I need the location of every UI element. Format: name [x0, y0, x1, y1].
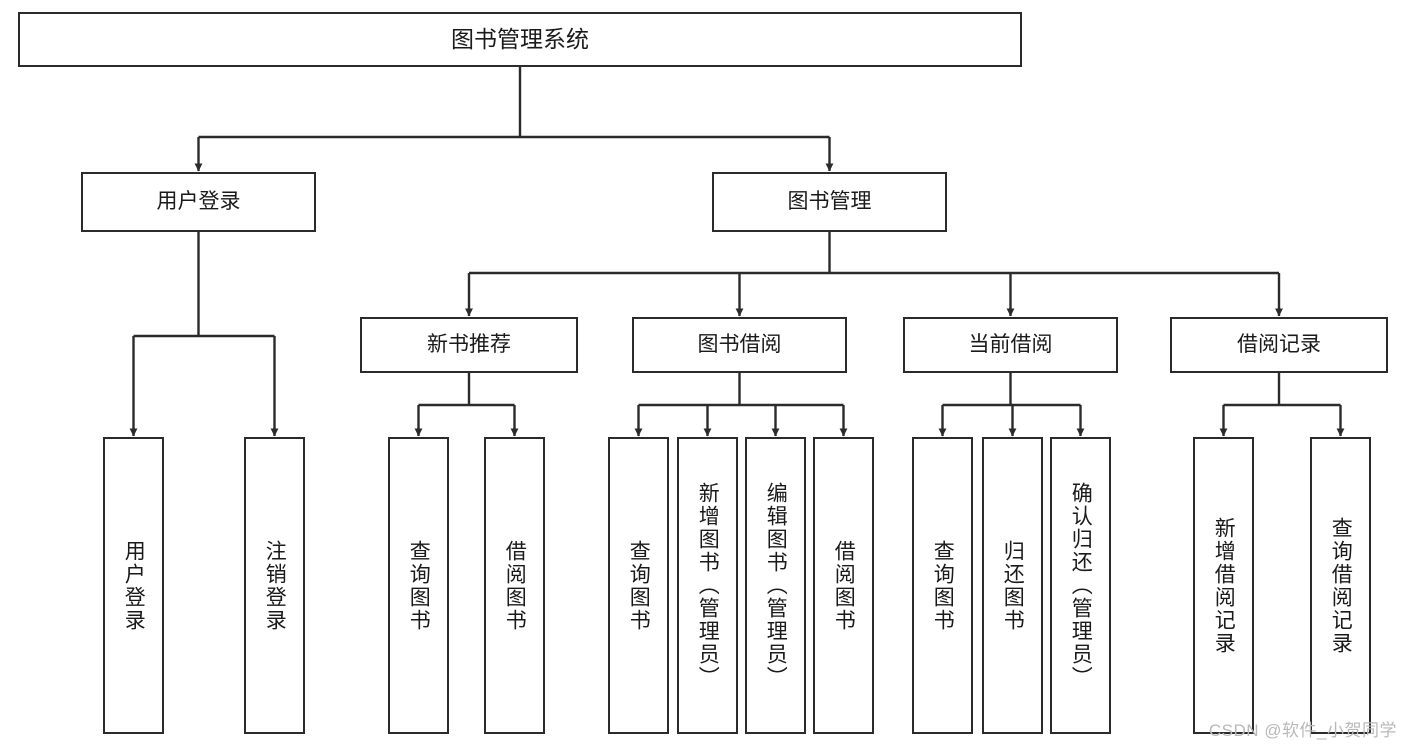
node-records[interactable]: 借阅记录 — [1170, 317, 1388, 373]
node-leaf-cur-conf[interactable]: 确认归还（管理员） — [1050, 437, 1111, 734]
node-newbook[interactable]: 新书推荐 — [360, 317, 578, 373]
node-leaf-bk-edit[interactable]: 编辑图书（管理员） — [745, 437, 806, 734]
node-bookmgmt[interactable]: 图书管理 — [712, 172, 947, 232]
node-label: 图书管理系统 — [451, 25, 589, 52]
node-borrow[interactable]: 图书借阅 — [632, 317, 847, 373]
node-label: 图书借阅 — [697, 333, 782, 357]
node-current[interactable]: 当前借阅 — [903, 317, 1118, 373]
node-label: 用户登录 — [122, 539, 146, 632]
node-label: 新书推荐 — [427, 333, 511, 357]
node-label: 查询图书 — [627, 539, 651, 632]
node-label: 当前借阅 — [968, 333, 1053, 357]
node-label: 确认归还（管理员） — [1069, 482, 1093, 689]
node-leaf-bk-query[interactable]: 查询图书 — [608, 437, 669, 734]
node-label: 图书管理 — [787, 190, 872, 214]
node-leaf-cur-query[interactable]: 查询图书 — [912, 437, 973, 734]
node-leaf-rec-add[interactable]: 新增借阅记录 — [1193, 437, 1254, 734]
node-label: 查询图书 — [407, 539, 431, 632]
node-label: 新增图书（管理员） — [696, 482, 720, 689]
node-label: 借阅图书 — [832, 539, 856, 632]
node-leaf-userlogin[interactable]: 用户登录 — [103, 437, 164, 734]
node-label: 注销登录 — [263, 539, 287, 632]
node-login[interactable]: 用户登录 — [81, 172, 316, 232]
node-leaf-cur-ret[interactable]: 归还图书 — [982, 437, 1043, 734]
node-label: 借阅记录 — [1237, 333, 1321, 357]
node-label: 新增借阅记录 — [1212, 516, 1236, 655]
node-leaf-nb-query[interactable]: 查询图书 — [388, 437, 449, 734]
node-label: 查询图书 — [931, 539, 955, 632]
csdn-watermark: CSDN @软件_小贺同学 — [1208, 721, 1397, 740]
node-leaf-bk-add[interactable]: 新增图书（管理员） — [677, 437, 738, 734]
node-root[interactable]: 图书管理系统 — [18, 12, 1022, 67]
node-label: 查询借阅记录 — [1329, 516, 1353, 655]
node-leaf-rec-query[interactable]: 查询借阅记录 — [1310, 437, 1371, 734]
node-leaf-logout[interactable]: 注销登录 — [244, 437, 305, 734]
node-label: 借阅图书 — [503, 539, 527, 632]
node-label: 编辑图书（管理员） — [764, 482, 788, 689]
node-label: 归还图书 — [1001, 539, 1025, 632]
node-leaf-nb-borrow[interactable]: 借阅图书 — [484, 437, 545, 734]
node-label: 用户登录 — [156, 190, 241, 214]
node-leaf-bk-borrow[interactable]: 借阅图书 — [813, 437, 874, 734]
